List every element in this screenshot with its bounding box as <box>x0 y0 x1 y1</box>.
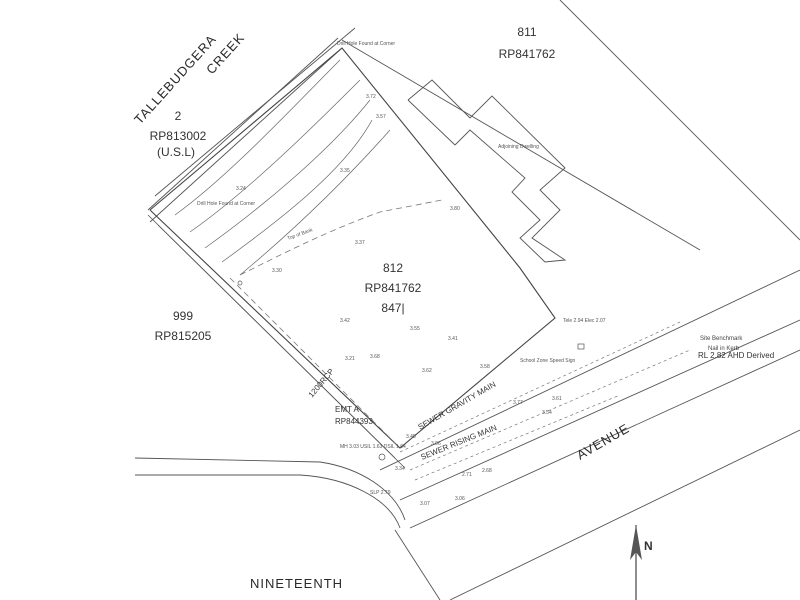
spot-height: 3.57 <box>376 114 386 120</box>
lot-811-plan: RP841762 <box>499 47 556 61</box>
contour-lines <box>174 59 391 276</box>
spot-height: 2.71 <box>462 472 472 478</box>
spot-height: 3.62 <box>422 368 432 374</box>
lot-999-plan: RP815205 <box>155 329 212 343</box>
avenue-name: AVENUE <box>574 420 632 462</box>
school-zone-note: School Zone Speed Sign <box>520 358 576 364</box>
lot-2-plan: RP813002 <box>150 129 207 143</box>
spot-height: 3.34 <box>395 466 405 472</box>
spot-height: 3.42 <box>340 318 350 324</box>
lot-999-number: 999 <box>173 309 193 323</box>
north-arrow-icon: N <box>630 525 653 600</box>
drill-hole-left-note: Drill Hole Found at Corner <box>197 201 255 207</box>
lot-812-boundary <box>149 47 556 449</box>
lot-812-plan: RP841762 <box>365 281 422 295</box>
lot-2-note: (U.S.L) <box>157 145 195 159</box>
benchmark-line2: Nail in Kerb <box>708 346 740 352</box>
spot-height: 3.54 <box>542 410 552 416</box>
spot-height: 3.06 <box>431 441 441 447</box>
spot-height: 2.68 <box>482 468 492 474</box>
lot-811-boundary <box>341 0 800 251</box>
service-lines <box>399 321 691 481</box>
adjoining-dwelling-note: Adjoining Dwelling <box>498 144 539 150</box>
spot-height: 3.30 <box>272 268 282 274</box>
survey-markers <box>237 280 585 461</box>
spot-height: 3.45 <box>406 434 416 440</box>
spot-height: 3.24 <box>236 186 246 192</box>
spot-height: 3.72 <box>366 94 376 100</box>
lot-2-number: 2 <box>175 109 182 123</box>
spot-height: 3.77 <box>513 400 523 406</box>
nineteenth-name: NINETEENTH <box>250 576 343 591</box>
spot-height: 3.07 <box>420 501 430 507</box>
easement-plan: RP844393 <box>335 417 373 426</box>
spot-height: 3.58 <box>480 364 490 370</box>
sewer-manhole-note: MH 3.03 USIL 1.63 DSIL 1.64 <box>340 444 406 450</box>
tele-note: Tele 2.94 Elec 2.07 <box>563 318 606 324</box>
lot-811-number: 811 <box>517 25 536 39</box>
nineteenth-road <box>134 457 441 600</box>
spot-height: 3.61 <box>552 396 562 402</box>
spot-height: 3.68 <box>370 354 380 360</box>
adjoining-dwelling <box>407 79 567 263</box>
north-label: N <box>644 539 653 553</box>
benchmark-line3: RL 2.82 AHD Derived <box>698 351 774 360</box>
spot-height: 3.80 <box>450 206 460 212</box>
avenue-road <box>379 269 800 600</box>
spot-heights: 3.72 3.57 3.30 3.42 3.24 3.35 3.55 3.80 3.37 3.21… <box>236 94 562 507</box>
sewer-gravity-label: SEWER GRAVITY MAIN <box>417 380 498 432</box>
lot-812-area: 847| <box>381 301 404 315</box>
spot-height: 3.37 <box>355 240 365 246</box>
spot-height: 3.21 <box>345 356 355 362</box>
spot-height: 3.55 <box>410 326 420 332</box>
drill-hole-top-note: Drill Hole Found at Corner <box>337 41 395 47</box>
easement-name: EMT A <box>335 405 360 414</box>
dashed-lines <box>229 199 443 449</box>
spot-height: 3.06 <box>455 496 465 502</box>
western-lines <box>147 214 406 469</box>
top-of-bank-note: Top of Bank <box>287 227 314 242</box>
slp-note: SLP 2.79 <box>370 490 391 496</box>
spot-height: 3.41 <box>448 336 458 342</box>
creek-boundary <box>147 27 356 223</box>
benchmark-line1: Site Benchmark <box>700 336 743 342</box>
lot-812-number: 812 <box>383 261 403 275</box>
spot-height: 3.35 <box>340 168 350 174</box>
